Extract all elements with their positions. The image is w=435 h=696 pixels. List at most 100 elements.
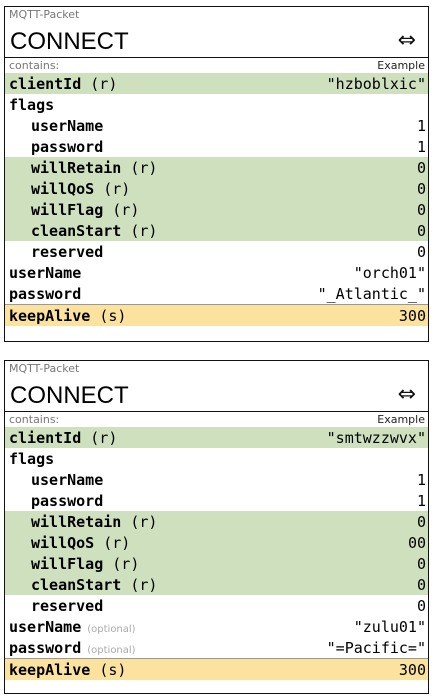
field-name: keepAlive: [9, 306, 91, 325]
field-name: reserved: [31, 242, 104, 261]
field-mark: (r): [130, 158, 158, 177]
field-name: clientId: [9, 428, 82, 447]
field-mark: (r): [112, 200, 140, 219]
field-password: password (optional) "=Pacific=": [5, 637, 428, 658]
packet-header: CONNECT ⇔: [5, 377, 428, 411]
optional-note: (optional): [87, 644, 136, 656]
packet-header: CONNECT ⇔: [5, 23, 428, 57]
field-name: keepAlive: [9, 660, 91, 679]
field-client-id: clientId (r) "smtwzzwvx": [5, 427, 428, 448]
connect-packet-card: MQTT-Packet CONNECT ⇔ contains: Example …: [4, 6, 429, 342]
field-flags: flags: [5, 448, 428, 469]
field-name: reserved: [31, 596, 104, 615]
field-name: willFlag: [31, 200, 104, 219]
contains-header: contains: Example: [5, 411, 428, 427]
field-mark: (r): [130, 575, 158, 594]
flag-will-flag: willFlag (r) 0: [5, 553, 428, 574]
field-value: 0: [416, 512, 426, 531]
field-mark: (r): [130, 512, 158, 531]
field-user-name: userName "orch01": [5, 262, 428, 283]
field-value: "smtwzzwvx": [326, 428, 426, 447]
flag-will-qos: willQoS (r) 0: [5, 178, 428, 199]
field-name: password: [9, 638, 82, 657]
field-user-name: userName (optional) "zulu01": [5, 616, 428, 637]
example-label: Example: [377, 59, 425, 72]
packet-title: CONNECT: [10, 382, 129, 409]
flag-clean-start: cleanStart (r) 0: [5, 220, 428, 241]
flag-will-flag: willFlag (r) 0: [5, 199, 428, 220]
field-mark: (r): [130, 221, 158, 240]
flag-reserved: reserved 0: [5, 595, 428, 616]
field-name: password: [9, 284, 82, 303]
field-name: willQoS: [31, 179, 95, 198]
field-value: "hzboblxic": [326, 74, 426, 93]
field-name: password: [31, 137, 104, 156]
field-value: 1: [416, 491, 426, 510]
optional-note: (optional): [87, 623, 136, 635]
packet-type-label: MQTT-Packet: [9, 362, 80, 375]
field-name: willRetain: [31, 158, 122, 177]
field-keep-alive: keepAlive (s) 300: [5, 658, 428, 680]
field-mark: (s): [99, 306, 127, 325]
field-name: userName: [9, 263, 82, 282]
field-value: 1: [416, 137, 426, 156]
field-value: 300: [398, 660, 426, 679]
field-mark: (r): [90, 428, 118, 447]
field-name: flags: [9, 95, 55, 114]
field-value: 300: [398, 306, 426, 325]
field-name: userName: [31, 116, 104, 135]
field-name: cleanStart: [31, 221, 122, 240]
field-name: cleanStart: [31, 575, 122, 594]
contains-label: contains:: [9, 59, 60, 72]
field-name: willRetain: [31, 512, 122, 531]
flag-will-qos: willQoS (r) 00: [5, 532, 428, 553]
field-value: "=Pacific=": [326, 638, 426, 657]
field-value: 0: [416, 575, 426, 594]
field-value: 1: [416, 470, 426, 489]
flag-password: password 1: [5, 136, 428, 157]
field-mark: (r): [103, 533, 131, 552]
field-flags: flags: [5, 94, 428, 115]
field-name: userName: [31, 470, 104, 489]
field-name: willQoS: [31, 533, 95, 552]
field-value: 0: [416, 200, 426, 219]
field-value: 0: [416, 596, 426, 615]
field-password: password "_Atlantic_": [5, 283, 428, 304]
field-value: 00: [407, 533, 426, 552]
field-value: 0: [416, 179, 426, 198]
flag-will-retain: willRetain (r) 0: [5, 511, 428, 532]
field-client-id: clientId (r) "hzboblxic": [5, 73, 428, 94]
field-value: "orch01": [353, 263, 426, 282]
field-name: password: [31, 491, 104, 510]
field-value: 0: [416, 242, 426, 261]
packet-type-label: MQTT-Packet: [9, 8, 80, 21]
field-value: 0: [416, 158, 426, 177]
flag-clean-start: cleanStart (r) 0: [5, 574, 428, 595]
field-name: flags: [9, 449, 55, 468]
double-arrow-icon: ⇔: [397, 28, 416, 53]
field-keep-alive: keepAlive (s) 300: [5, 304, 428, 326]
field-mark: (r): [90, 74, 118, 93]
contains-label: contains:: [9, 413, 60, 426]
flag-user-name: userName 1: [5, 115, 428, 136]
flag-will-retain: willRetain (r) 0: [5, 157, 428, 178]
connect-packet-card: MQTT-Packet CONNECT ⇔ contains: Example …: [4, 360, 429, 694]
example-label: Example: [377, 413, 425, 426]
field-mark: (s): [99, 660, 127, 679]
field-value: 0: [416, 554, 426, 573]
field-mark: (r): [103, 179, 131, 198]
field-value: "zulu01": [353, 617, 426, 636]
field-name: willFlag: [31, 554, 104, 573]
field-name: clientId: [9, 74, 82, 93]
field-name: userName: [9, 617, 82, 636]
field-value: 0: [416, 221, 426, 240]
field-mark: (r): [112, 554, 140, 573]
double-arrow-icon: ⇔: [397, 382, 416, 407]
contains-header: contains: Example: [5, 57, 428, 73]
field-value: "_Atlantic_": [317, 284, 426, 303]
field-value: 1: [416, 116, 426, 135]
flag-password: password 1: [5, 490, 428, 511]
packet-title: CONNECT: [10, 28, 129, 55]
flag-reserved: reserved 0: [5, 241, 428, 262]
flag-user-name: userName 1: [5, 469, 428, 490]
